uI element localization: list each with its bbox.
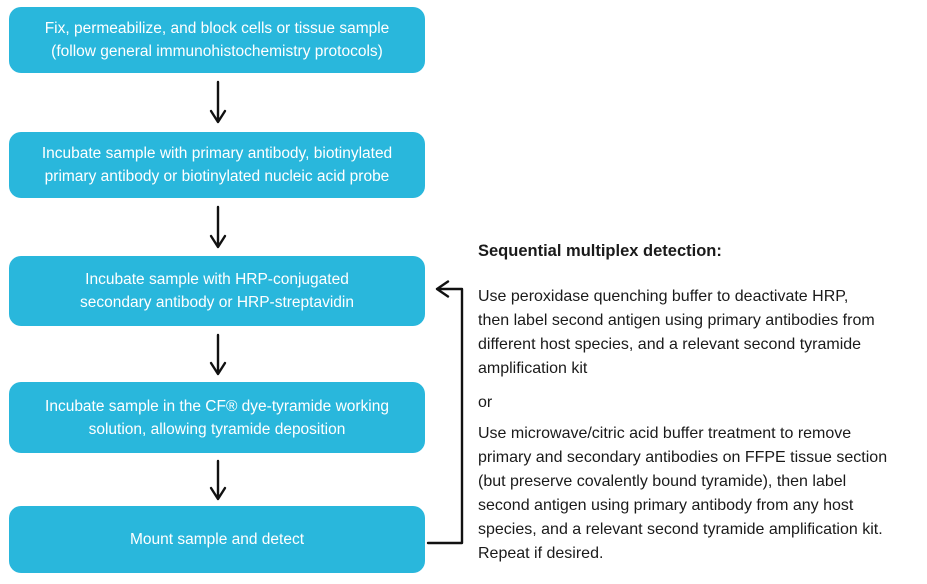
arrow-down-icon-1 [209, 80, 227, 124]
step-text-line: Incubate sample with HRP-conjugated [85, 271, 349, 288]
step-box-incubate-dye-tyramide: Incubate sample in the CF® dye-tyramide … [9, 382, 425, 453]
option-text-line: (but preserve covalently bound tyramide)… [478, 473, 847, 490]
step-text-line: secondary antibody or HRP-streptavidin [80, 294, 354, 311]
step-box-fix-permeabilize-block: Fix, permeabilize, and block cells or ti… [9, 7, 425, 73]
panel-heading: Sequential multiplex detection: [478, 242, 722, 260]
sequential-multiplex-detection-panel: Sequential multiplex detection: Use pero… [478, 240, 926, 566]
arrow-down-icon-3 [209, 333, 227, 376]
option-text-line: primary and secondary antibodies on FFPE… [478, 449, 888, 466]
step-box-incubate-primary-antibody: Incubate sample with primary antibody, b… [9, 132, 425, 198]
option-text-line: amplification kit [478, 360, 588, 377]
option-text-line: then label second antigen using primary … [478, 312, 875, 329]
step-box-mount-and-detect: Mount sample and detect [9, 506, 425, 573]
option-text-line: Repeat if desired. [478, 545, 604, 562]
option-text-line: second antigen using primary antibody fr… [478, 497, 854, 514]
step-text-line: Fix, permeabilize, and block cells or ti… [44, 20, 390, 37]
step-text-line: Mount sample and detect [129, 531, 305, 548]
arrow-down-icon-2 [209, 205, 227, 249]
multiplex-option-1: Use peroxidase quenching buffer to deact… [478, 285, 926, 381]
step-text-line: Incubate sample with primary antibody, b… [41, 145, 393, 162]
or-separator: or [478, 394, 493, 411]
multiplex-option-2: Use microwave/citric acid buffer treatme… [478, 422, 926, 566]
step-text-line: solution, allowing tyramide deposition [88, 420, 346, 438]
step-text-line: (follow general immunohistochemistry pro… [51, 43, 383, 60]
option-text-line: different host species, and a relevant s… [478, 336, 862, 353]
option-text-line: species, and a relevant second tyramide … [478, 521, 883, 538]
step-box-incubate-hrp-secondary: Incubate sample with HRP-conjugated seco… [9, 256, 425, 326]
step-text-line: primary antibody or biotinylated nucleic… [44, 168, 390, 185]
option-text-line: Use microwave/citric acid buffer treatme… [478, 425, 852, 442]
step-text-line: Incubate sample in the CF® dye-tyramide … [45, 397, 389, 415]
feedback-loop-arrow-icon [426, 280, 464, 545]
option-text-line: Use peroxidase quenching buffer to deact… [478, 288, 849, 305]
arrow-down-icon-4 [209, 459, 227, 501]
